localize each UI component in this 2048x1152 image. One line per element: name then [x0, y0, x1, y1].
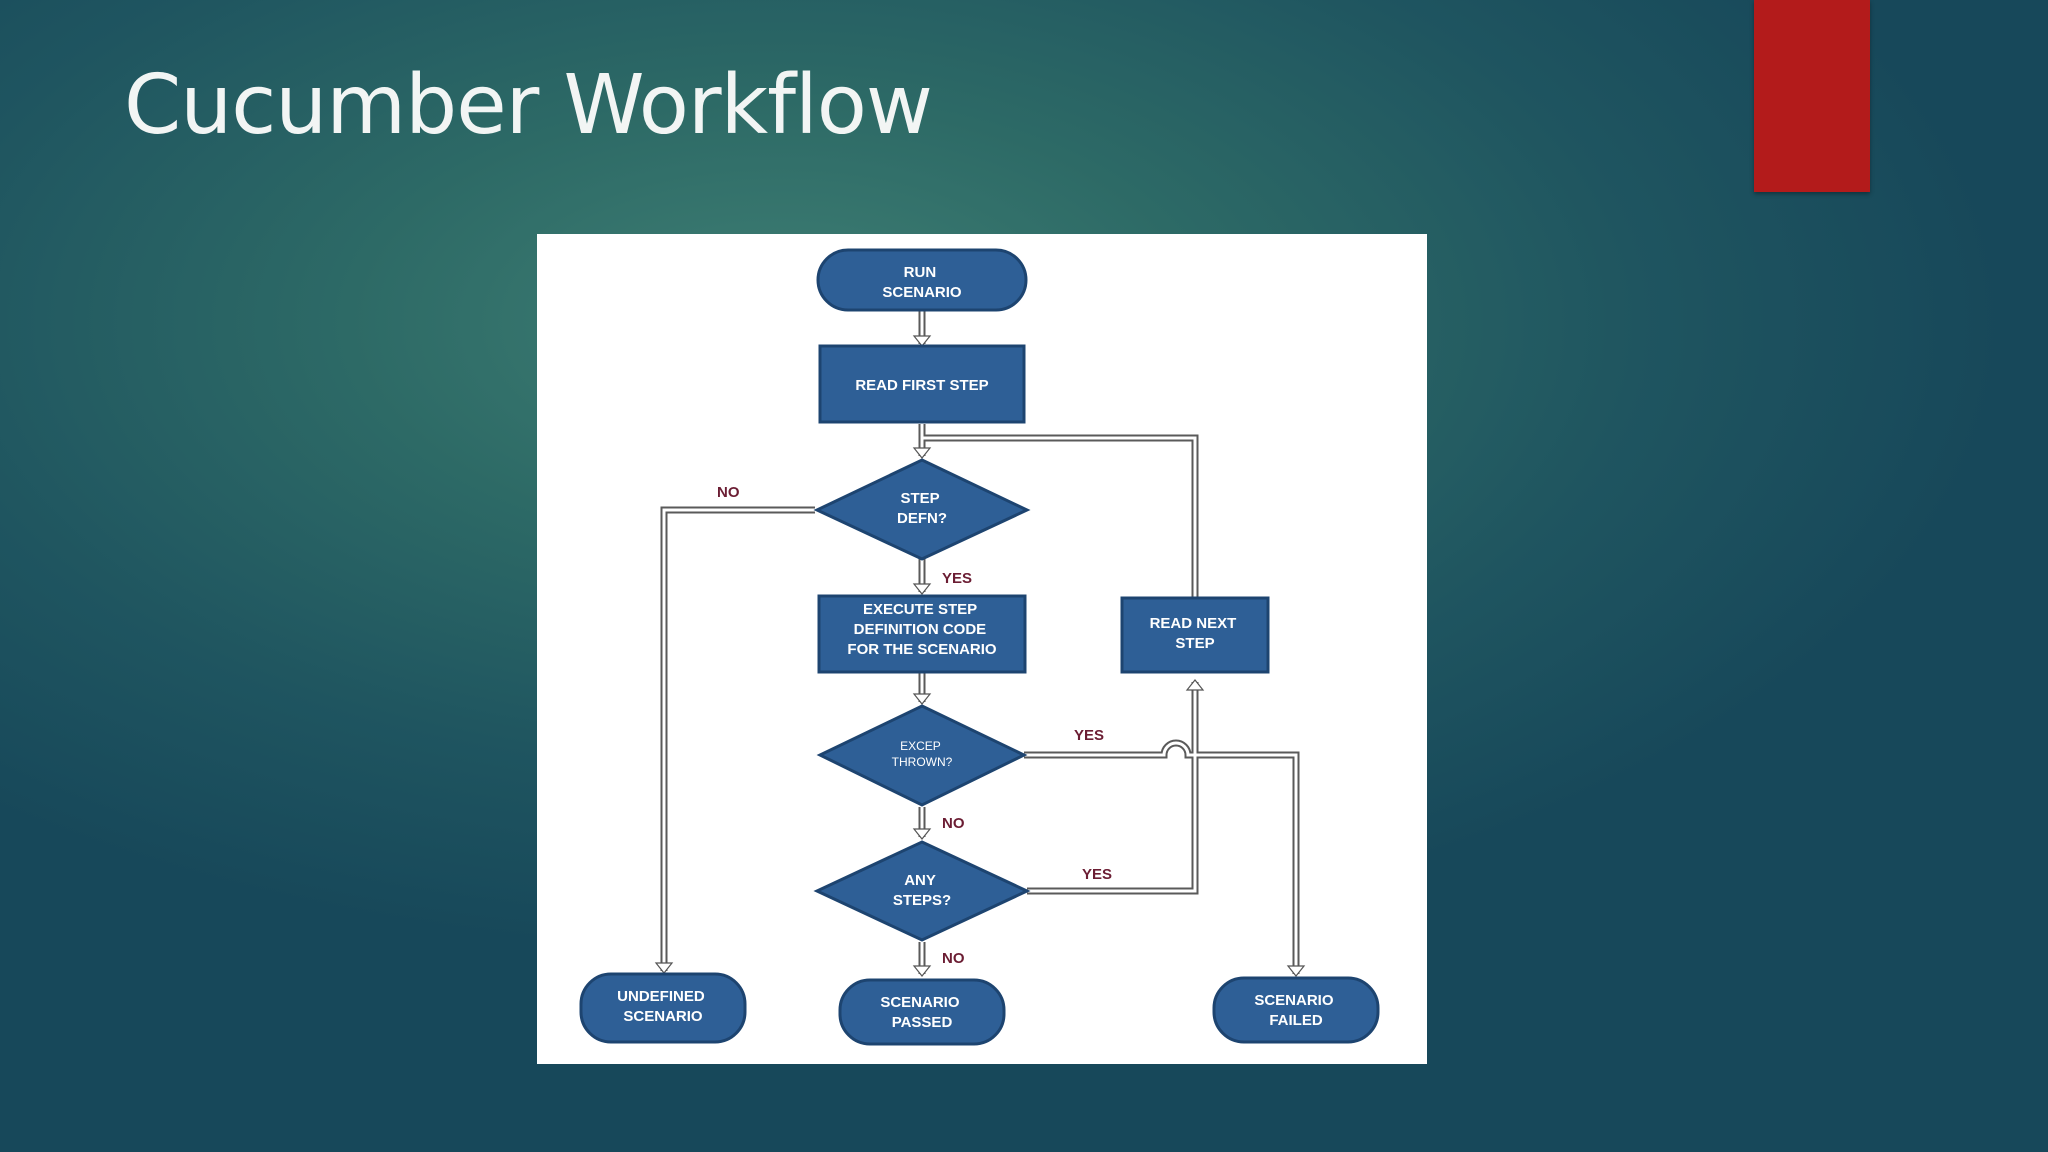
flowchart-panel: RUN SCENARIO READ FIRST STEP STEP DEFN? …: [537, 234, 1427, 1064]
node-run-scenario: RUN SCENARIO: [816, 248, 1028, 312]
svg-text:READ FIRST STEP: READ FIRST STEP: [855, 377, 988, 394]
arrowhead: [654, 962, 674, 974]
arrowhead: [912, 447, 932, 459]
arrowhead: [912, 583, 932, 595]
svg-text:EXECUTE STEP DEFINITI: EXECUTE STEP DEFINITION CODE FOR THE SCE…: [847, 601, 997, 658]
connector-steps-yes: [1027, 682, 1199, 895]
node-scenario-passed: SCENARIO PASSED: [838, 978, 1006, 1046]
node-undefined-scenario: UNDEFINED SCENARIO: [579, 972, 747, 1044]
label-any-steps-no: NO: [942, 950, 965, 967]
arrowhead: [912, 828, 932, 840]
connectors: [654, 310, 1306, 977]
label-excep-yes: YES: [1074, 727, 1104, 744]
label-step-defn-yes: YES: [942, 570, 972, 587]
node-read-first-step: READ FIRST STEP: [818, 344, 1026, 424]
arrowhead: [1185, 679, 1205, 691]
svg-text:ANY STEPS?: ANY STEPS?: [893, 872, 951, 909]
svg-text:EXCEP THROWN?: EXCEP THROWN?: [892, 739, 953, 769]
node-any-steps: ANY STEPS?: [813, 840, 1031, 942]
svg-text:SCENARIO PASSED: SCENARIO PASSED: [880, 994, 963, 1031]
node-scenario-failed: SCENARIO FAILED: [1212, 976, 1380, 1044]
node-step-defn: STEP DEFN?: [813, 458, 1031, 561]
label-any-steps-yes: YES: [1082, 866, 1112, 883]
node-excep-thrown: EXCEP THROWN?: [816, 704, 1028, 807]
arrowhead: [912, 693, 932, 705]
svg-text:RUN SCENARIO: RUN SCENARIO: [882, 264, 962, 301]
flowchart-diagram: RUN SCENARIO READ FIRST STEP STEP DEFN? …: [579, 248, 1380, 1046]
connector-excep-yes: [1024, 739, 1300, 974]
arrowhead: [1286, 965, 1306, 977]
svg-text:READ NEXT STEP: READ NEXT STEP: [1150, 615, 1241, 652]
label-excep-no: NO: [942, 815, 965, 832]
accent-bar: [1754, 0, 1870, 192]
svg-text:STEP DEFN?: STEP DEFN?: [897, 490, 947, 527]
arrowhead: [912, 335, 932, 347]
arrowhead: [912, 965, 932, 977]
svg-text:SCENARIO FAILED: SCENARIO FAILED: [1254, 992, 1337, 1029]
slide-title: Cucumber Workflow: [124, 58, 933, 153]
svg-text:UNDEFINED SCENARIO: UNDEFINED SCENARIO: [617, 988, 709, 1025]
node-read-next-step: READ NEXT STEP: [1120, 596, 1270, 674]
label-step-defn-no: NO: [717, 484, 740, 501]
node-execute-step: EXECUTE STEP DEFINITION CODE FOR THE SCE…: [817, 594, 1027, 674]
connector-defn-no: [660, 506, 815, 971]
